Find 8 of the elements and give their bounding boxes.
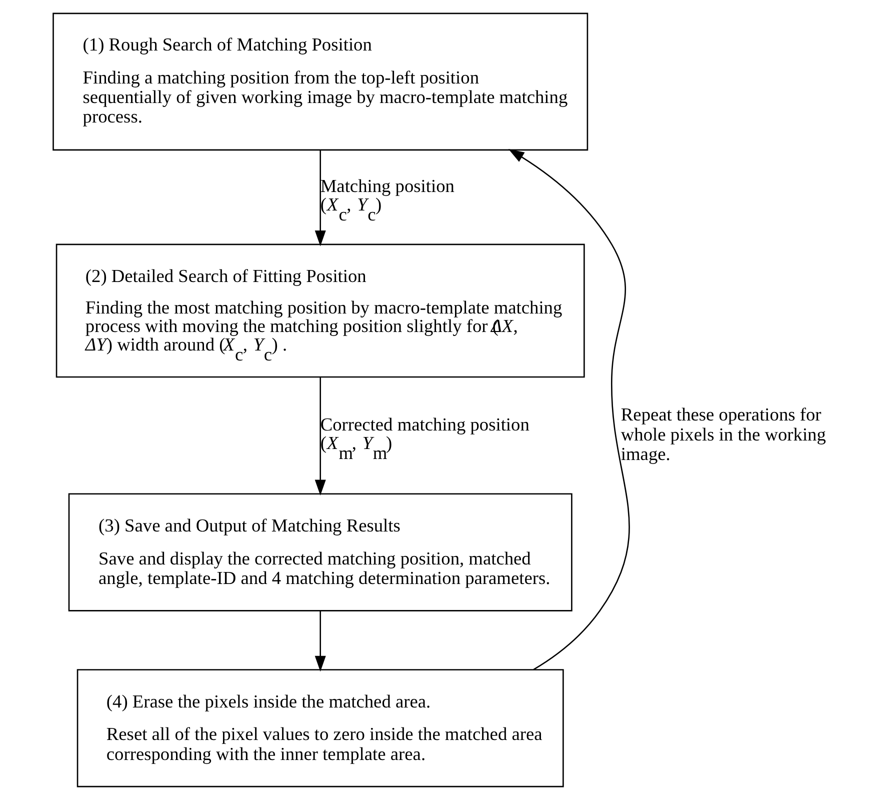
node-box: (4) Erase the pixels inside the matched area. Reset all of the pixel values to zero inside the matched area corresponding with the inner template area. [76,669,564,788]
node-box: (3) Save and Output of Matching Results Save and display the corrected matching position, matched angle, template-ID and 4 matching determination parameters. [68,493,572,612]
arrow [314,377,326,496]
arrow [314,150,326,246]
arrow [508,149,630,670]
edge-label: Repeat these operations for whole pixels in the working image. [620,404,826,464]
arrow [314,610,326,672]
node-box: (1) Rough Search of Matching Position Finding a matching position from the top-left position sequentially of given working image by macro-template matching process. [52,12,588,151]
